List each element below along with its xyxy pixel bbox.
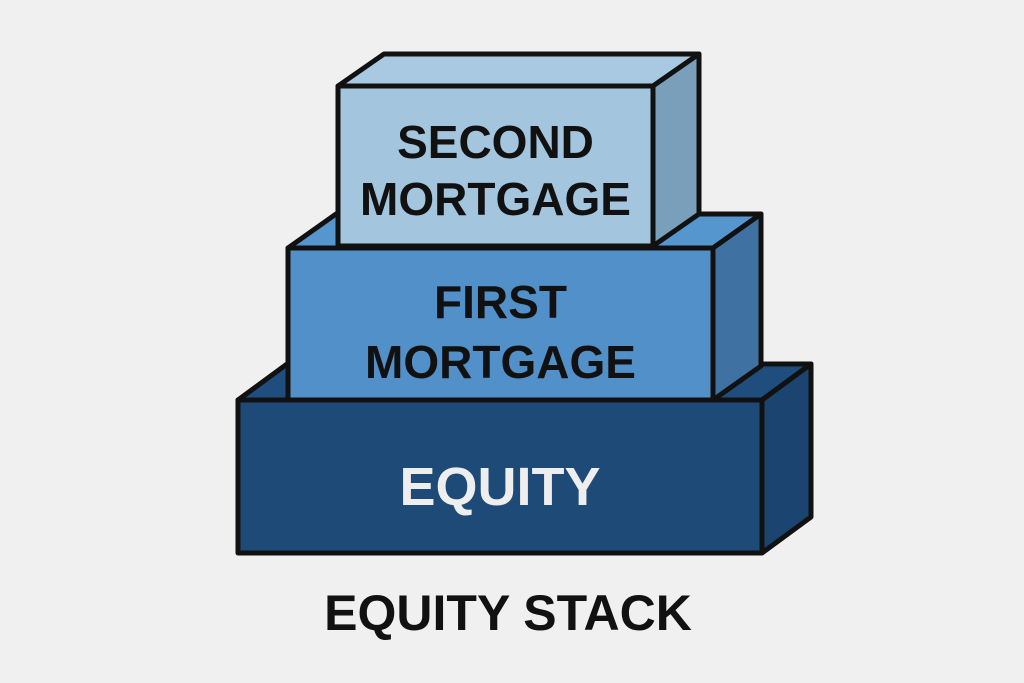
- first-mortgage-label-line: MORTGAGE: [365, 336, 636, 388]
- second-mortgage-label-line: SECOND: [397, 116, 594, 168]
- first-mortgage-side-face: [710, 211, 764, 403]
- second-mortgage-label-line: MORTGAGE: [360, 173, 631, 225]
- diagram-title: EQUITY STACK: [324, 585, 692, 641]
- equity-side-face: [759, 361, 814, 556]
- second-mortgage-front-face: [335, 83, 656, 249]
- second-mortgage-side-face: [650, 51, 702, 249]
- first-mortgage-label-line: FIRST: [434, 276, 567, 328]
- equity-label-line: EQUITY: [399, 457, 600, 517]
- second-mortgage-top-face: [335, 51, 702, 89]
